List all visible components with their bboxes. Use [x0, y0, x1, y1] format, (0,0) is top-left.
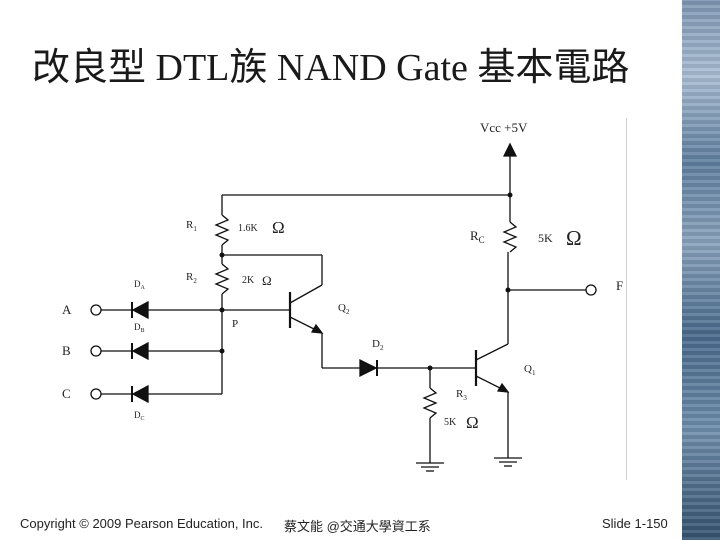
rc-value: 5K [538, 231, 553, 245]
dc-diode [131, 384, 149, 404]
da-diode [131, 300, 149, 320]
rc-resistor [502, 221, 518, 253]
d2-diode [359, 358, 378, 378]
r3-label: R3 [456, 388, 467, 402]
input-c-terminal [90, 388, 102, 400]
da-label: DA [134, 279, 146, 291]
divider-line [626, 118, 627, 480]
r2-resistor [214, 263, 230, 295]
r1-resistor [214, 214, 230, 246]
r3-value: 5K [444, 417, 457, 428]
input-b-label: B [62, 343, 71, 358]
input-b-terminal [90, 345, 102, 357]
r1-ohm: Ω [272, 218, 285, 237]
rc-label: RC [470, 228, 485, 245]
rc-ohm: Ω [566, 226, 582, 250]
d2-label: D2 [372, 338, 384, 352]
db-diode [131, 341, 149, 361]
dc-label: DC [134, 410, 145, 422]
vcc-label: Vcc +5V [480, 120, 528, 135]
r2-label: R2 [186, 271, 197, 285]
footer-author: 蔡文能 @交通大學資工系 [284, 519, 431, 534]
q1-emitter-arrow [496, 382, 510, 393]
r3-ohm: Ω [466, 413, 479, 432]
input-a-terminal [90, 304, 102, 316]
slide-title: 改良型 DTL族 NAND Gate 基本電路 [32, 47, 630, 89]
input-c-label: C [62, 386, 71, 401]
footer-slide-number: Slide 1-150 [602, 516, 668, 531]
q2-emitter-arrow [310, 323, 324, 334]
output-f-label: F [616, 278, 623, 293]
q1-label: Q1 [524, 363, 536, 377]
r2-value: 2K [242, 275, 255, 286]
output-f-terminal [585, 284, 597, 296]
r1-label: R1 [186, 219, 197, 233]
q2-label: Q2 [338, 302, 350, 316]
r2-ohm: Ω [262, 273, 272, 288]
vcc-arrow [502, 142, 518, 157]
db-label: DB [134, 322, 145, 334]
node-p-label: P [232, 318, 238, 330]
input-a-label: A [62, 302, 72, 317]
decorative-side-strip [682, 0, 720, 540]
r1-value: 1.6K [238, 223, 259, 234]
footer-copyright: Copyright © 2009 Pearson Education, Inc. [20, 516, 264, 531]
r3-resistor [422, 387, 438, 419]
